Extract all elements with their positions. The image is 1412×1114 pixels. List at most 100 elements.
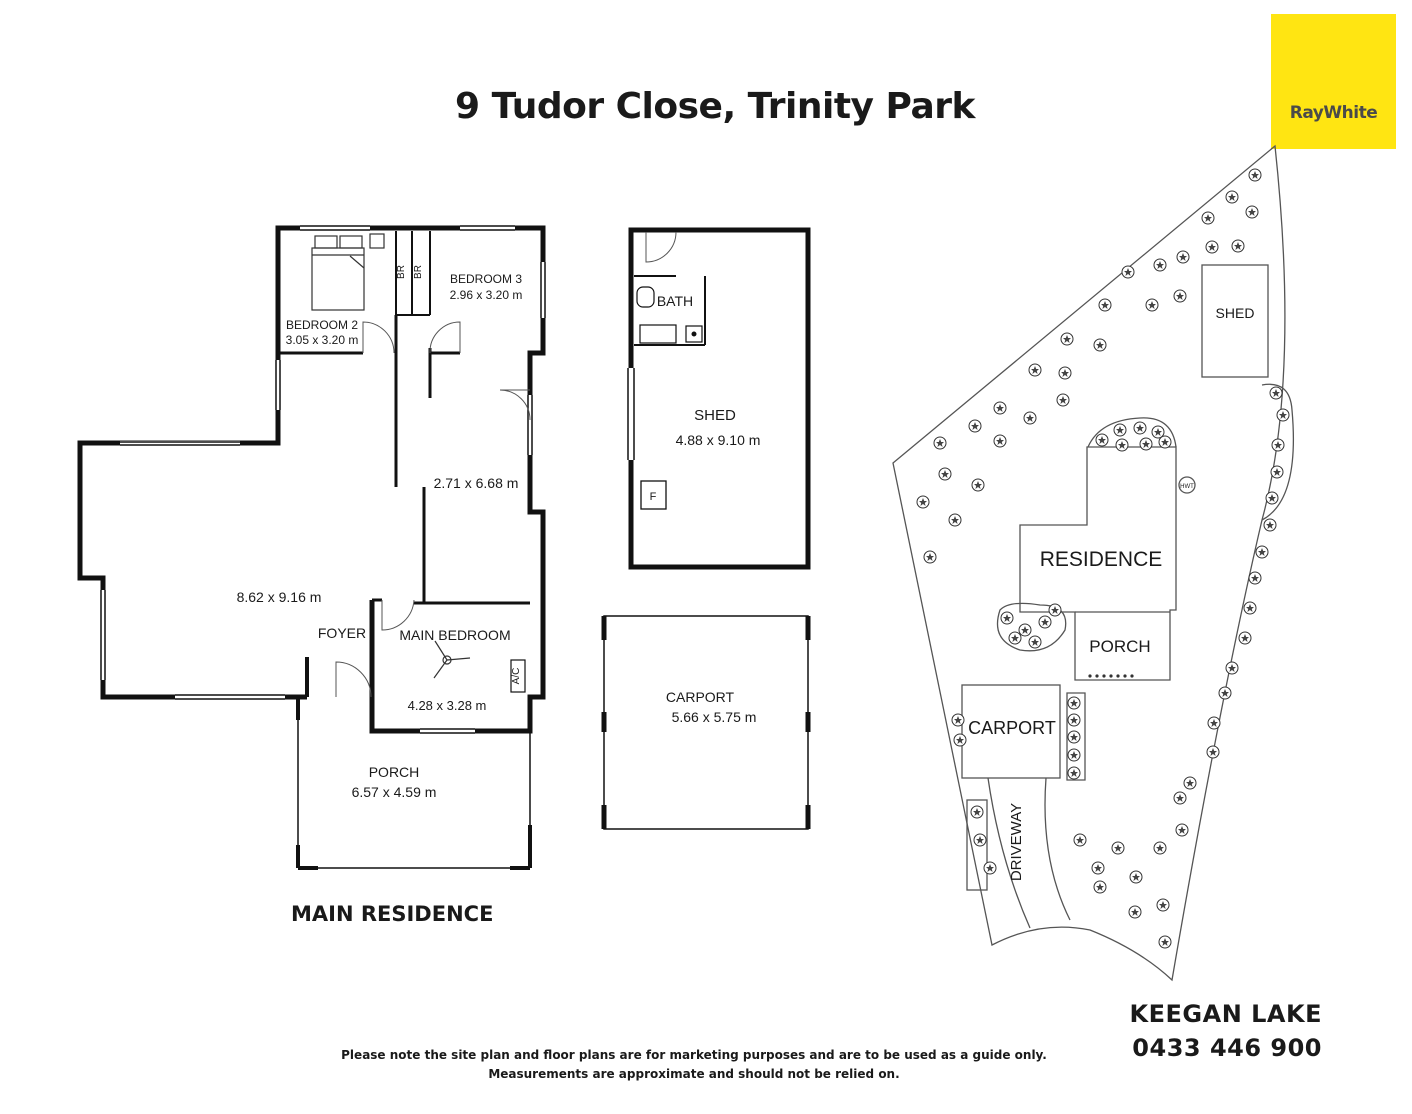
tree-icon-glyph	[1070, 733, 1078, 741]
tree-icon-glyph	[1124, 268, 1132, 276]
tree-icon-glyph	[1148, 301, 1156, 309]
foyer-label: FOYER	[318, 625, 366, 641]
tree-icon-glyph	[973, 808, 981, 816]
tree-icon-glyph	[956, 736, 964, 744]
porch-post-dot	[1130, 674, 1134, 678]
tree-icon-glyph	[1258, 548, 1266, 556]
disclaimer-line-2: Measurements are approximate and should …	[488, 1067, 900, 1081]
logo-text: RayWhite	[1289, 103, 1378, 123]
carport-labels: CARPORT 5.66 x 5.75 m	[666, 689, 757, 725]
carport-name: CARPORT	[666, 689, 735, 705]
tree-icon-glyph	[1132, 873, 1140, 881]
tree-icon-glyph	[1031, 366, 1039, 374]
tree-icon-glyph	[1251, 171, 1259, 179]
tree-icon-glyph	[1131, 908, 1139, 916]
tree-icon-glyph	[1031, 638, 1039, 646]
tree-icon-glyph	[1176, 292, 1184, 300]
tree-icon-glyph	[1279, 411, 1287, 419]
tree-icon-glyph	[1228, 664, 1236, 672]
shed-name: SHED	[694, 407, 736, 424]
tree-icon-glyph	[986, 864, 994, 872]
robe-left-label: BR	[396, 265, 407, 279]
tree-icon-glyph	[954, 716, 962, 724]
floor-plan-caption: MAIN RESIDENCE	[291, 902, 494, 926]
tree-icon-glyph	[1208, 243, 1216, 251]
bedroom3-name: BEDROOM 3	[450, 272, 522, 286]
tree-icon-glyph	[1161, 938, 1169, 946]
main-bedroom-size: 4.28 x 3.28 m	[408, 698, 487, 713]
porch-size: 6.57 x 4.59 m	[352, 784, 437, 800]
shed-f-label: F	[650, 491, 657, 503]
tree-icon-glyph	[1094, 864, 1102, 872]
bedroom3-size: 2.96 x 3.20 m	[450, 288, 523, 302]
tree-icon-glyph	[1070, 716, 1078, 724]
robe-right-label: BR	[413, 265, 424, 279]
tree-icon-glyph	[941, 470, 949, 478]
disclaimer-line-1: Please note the site plan and floor plan…	[341, 1048, 1047, 1062]
site-trees	[916, 168, 1290, 949]
tree-icon-glyph	[1142, 440, 1150, 448]
shed-floor-plan	[627, 227, 811, 570]
tree-icon-glyph	[1179, 253, 1187, 261]
carport-size: 5.66 x 5.75 m	[672, 709, 757, 725]
site-porch-label: PORCH	[1089, 637, 1150, 656]
shed-size: 4.88 x 9.10 m	[676, 432, 761, 448]
tree-icon-glyph	[1116, 426, 1124, 434]
tree-icon-glyph	[926, 553, 934, 561]
tree-icon-glyph	[1098, 436, 1106, 444]
site-residence-label: RESIDENCE	[1040, 548, 1163, 571]
tree-icon-glyph	[1026, 414, 1034, 422]
tree-icon-glyph	[1204, 214, 1212, 222]
porch-post-dot	[1088, 674, 1092, 678]
main-bedroom-name: MAIN BEDROOM	[399, 627, 510, 643]
tree-icon-glyph	[1228, 193, 1236, 201]
tree-icon-glyph	[1156, 261, 1164, 269]
tree-icon-glyph	[996, 437, 1004, 445]
tree-icon-glyph	[1061, 369, 1069, 377]
site-driveway-label: DRIVEWAY	[1008, 803, 1025, 881]
tree-icon-glyph	[1273, 468, 1281, 476]
tree-icon-glyph	[1070, 751, 1078, 759]
raywhite-logo: RayWhite	[1271, 14, 1396, 149]
tree-icon-glyph	[1221, 689, 1229, 697]
site-carport-label: CARPORT	[968, 718, 1056, 738]
tree-icon-glyph	[1159, 901, 1167, 909]
porch-post-dot	[1123, 674, 1127, 678]
tree-icon-glyph	[974, 481, 982, 489]
tree-icon-glyph	[1246, 604, 1254, 612]
living-size: 8.62 x 9.16 m	[237, 589, 322, 605]
tree-icon-glyph	[1063, 335, 1071, 343]
site-shed-label: SHED	[1216, 305, 1255, 321]
tree-icon-glyph	[936, 439, 944, 447]
tree-icon-glyph	[1210, 719, 1218, 727]
shed-bath-label: BATH	[657, 293, 693, 309]
tree-icon-glyph	[1101, 301, 1109, 309]
agent-name: KEEGAN LAKE	[1129, 1000, 1322, 1028]
carport-floor-plan	[601, 615, 811, 830]
tree-icon-glyph	[1136, 424, 1144, 432]
main-residence-floor-plan	[77, 225, 546, 870]
tree-icon-glyph	[1161, 438, 1169, 446]
floor-plan-labels: BEDROOM 2 3.05 x 3.20 m BEDROOM 3 2.96 x…	[237, 265, 523, 800]
bedroom2-name: BEDROOM 2	[286, 318, 358, 332]
tree-icon-glyph	[971, 422, 979, 430]
site-hwt-label: HWT	[1180, 484, 1194, 490]
site-plan-labels: SHED RESIDENCE PORCH CARPORT DRIVEWAY HW…	[968, 305, 1254, 881]
tree-icon-glyph	[1114, 844, 1122, 852]
agent-phone: 0433 446 900	[1132, 1034, 1322, 1062]
tree-icon-glyph	[1209, 748, 1217, 756]
tree-icon-glyph	[1251, 574, 1259, 582]
tree-icon-glyph	[1186, 779, 1194, 787]
ac-label: A/C	[511, 668, 522, 685]
tree-icon-glyph	[1021, 626, 1029, 634]
tree-icon-glyph	[1268, 494, 1276, 502]
tree-icon-glyph	[1059, 396, 1067, 404]
hall-size: 2.71 x 6.68 m	[434, 475, 519, 491]
tree-icon-glyph	[951, 516, 959, 524]
shed-labels: BATH SHED 4.88 x 9.10 m F	[650, 293, 761, 503]
disclaimer: Please note the site plan and floor plan…	[300, 1046, 1088, 1084]
page-title: 9 Tudor Close, Trinity Park	[455, 86, 975, 127]
porch-post-dot	[1116, 674, 1120, 678]
tree-icon-glyph	[1096, 341, 1104, 349]
